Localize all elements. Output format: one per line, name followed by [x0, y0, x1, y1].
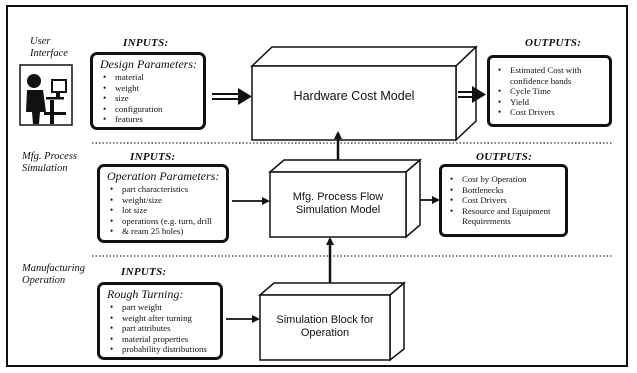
operation-param-item: weight/size: [110, 195, 221, 206]
output-item: Yield: [498, 97, 605, 108]
simulation-block-label-line1: Simulation Block for: [276, 314, 374, 326]
design-parameters-title: Design Parameters:: [100, 57, 197, 71]
rough-turning-item: part weight: [110, 302, 215, 313]
user-at-computer-icon: [19, 64, 73, 126]
operation-parameters-title: Operation Parameters:: [107, 169, 220, 183]
outputs-header-mid: OUTPUTS:: [476, 151, 533, 163]
rough-turning-title: Rough Turning:: [107, 287, 184, 301]
process-flow-model-block: [267, 158, 423, 239]
output-item: Estimated Cost with confidence bands: [498, 65, 605, 86]
design-parameters-card: Design Parameters: material weight size …: [90, 52, 206, 130]
diagram-frame: [6, 5, 628, 367]
rough-turning-item: part attributes: [110, 323, 215, 334]
process-flow-label-line1: Mfg. Process Flow: [292, 191, 384, 203]
outputs-header-top: OUTPUTS:: [525, 37, 582, 49]
big-arrow-hardware-to-outputs: [458, 86, 486, 103]
output-item: Cost Drivers: [450, 195, 561, 206]
lane-label-user-interface: User Interface: [30, 36, 68, 59]
inputs-header-bottom: INPUTS:: [121, 266, 167, 278]
design-param-item: features: [103, 114, 198, 125]
lane-label-manufacturing-operation: Manufacturing Operation: [22, 263, 85, 286]
design-param-item: weight: [103, 83, 198, 94]
rough-turning-card: Rough Turning: part weight weight after …: [97, 282, 223, 360]
rough-turning-item: weight after turning: [110, 313, 215, 324]
output-item: Cost by Operation: [450, 174, 561, 185]
operation-parameters-card: Operation Parameters: part characteristi…: [97, 164, 229, 243]
simulation-block: [257, 281, 407, 362]
hardware-cost-model-label: Hardware Cost Model: [293, 89, 415, 103]
output-item: Cycle Time: [498, 86, 605, 97]
big-arrow-inputs-to-hardware: [212, 88, 252, 105]
operation-param-item: operations (e.g. turn, drill: [110, 216, 221, 227]
design-param-item: configuration: [103, 104, 198, 115]
inputs-header-top: INPUTS:: [123, 37, 169, 49]
operation-param-item: & ream 25 holes): [110, 226, 221, 237]
output-item: Cost Drivers: [498, 107, 605, 118]
outputs-mid-card: Cost by Operation Bottlenecks Cost Drive…: [439, 164, 568, 237]
design-param-item: material: [103, 72, 198, 83]
simulation-block-label-line2: Operation: [300, 327, 350, 339]
rough-turning-item: probability distributions: [110, 344, 215, 355]
operation-param-item: lot size: [110, 205, 221, 216]
inputs-header-mid: INPUTS:: [130, 151, 176, 163]
hardware-cost-model-block: [250, 45, 478, 142]
operation-param-item: part characteristics: [110, 184, 221, 195]
design-param-item: size: [103, 93, 198, 104]
outputs-top-card: Estimated Cost with confidence bands Cyc…: [487, 55, 612, 127]
output-item: Resource and Equipment Requirements: [450, 206, 561, 227]
rough-turning-item: material properties: [110, 334, 215, 345]
process-flow-label-line2: Simulation Model: [295, 204, 381, 216]
lane-label-mfg-process: Mfg. Process Simulation: [22, 151, 78, 174]
output-item: Bottlenecks: [450, 185, 561, 196]
